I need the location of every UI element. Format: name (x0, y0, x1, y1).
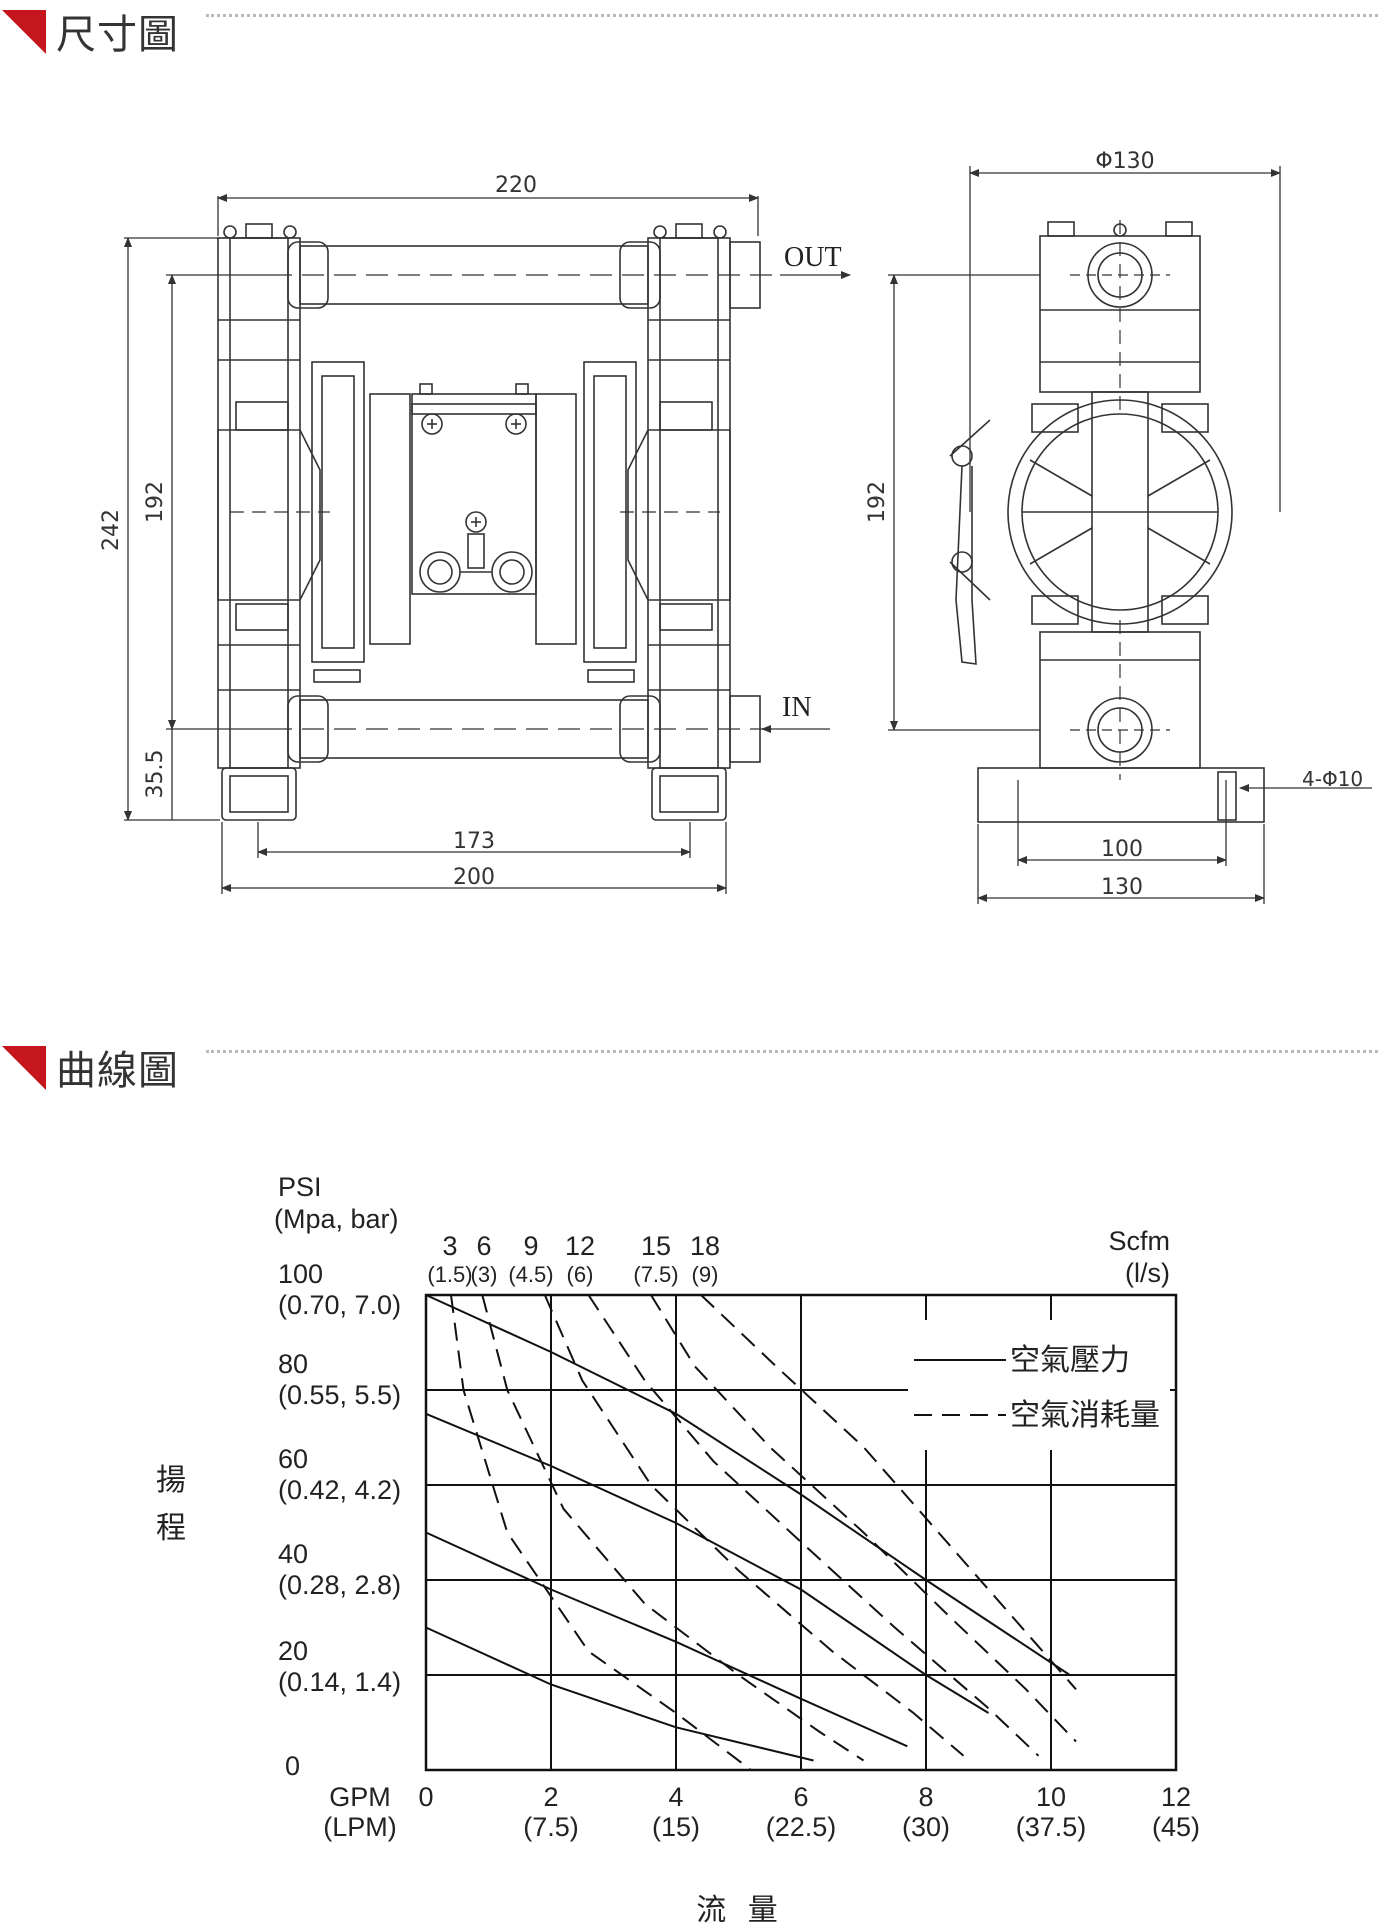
y-unit-sublabel: (Mpa, bar) (274, 1204, 399, 1234)
section-header-curve: 曲線圖 (0, 1040, 1384, 1096)
chart-labels: 100(0.70, 7.0)80(0.55, 5.5)60(0.42, 4.2)… (156, 1172, 1200, 1928)
dim-side-holes: 4-Φ10 (1302, 767, 1363, 791)
y-tick-label: 0 (285, 1751, 300, 1781)
y-axis-title: 揚 (156, 1463, 186, 1498)
air-tick-sublabel: (6) (567, 1262, 594, 1287)
x-tick-label: 10 (1036, 1782, 1066, 1812)
air-tick-label: 15 (641, 1231, 671, 1261)
y-tick-label: 40 (278, 1539, 308, 1569)
x-tick-sublabel: (30) (902, 1812, 950, 1842)
x-tick-label: 8 (918, 1782, 933, 1812)
air-tick-sublabel: (9) (692, 1262, 719, 1287)
side-dimensions (888, 166, 1372, 904)
dim-side-base-inner: 100 (1101, 837, 1143, 862)
section-title: 尺寸圖 (56, 12, 179, 58)
section-header-dimensions: 尺寸圖 (0, 4, 1384, 60)
red-triangle-icon (2, 1046, 46, 1090)
air-tick-sublabel: (1.5) (427, 1262, 472, 1287)
y-tick-label: 20 (278, 1636, 308, 1666)
x-tick-label: 0 (418, 1782, 433, 1812)
air-tick-label: 6 (476, 1231, 491, 1261)
x-unit-sublabel: (LPM) (323, 1812, 397, 1842)
x-tick-label: 6 (793, 1782, 808, 1812)
inlet-label: IN (782, 692, 812, 723)
y-tick-label: 80 (278, 1349, 308, 1379)
y-axis-title: 程 (156, 1511, 186, 1546)
dotted-divider (206, 14, 1378, 17)
y-tick-sublabel: (0.70, 7.0) (278, 1290, 401, 1320)
air-consumption-curves (450, 1294, 1077, 1771)
x-tick-label: 12 (1161, 1782, 1191, 1812)
x-tick-sublabel: (15) (652, 1812, 700, 1842)
x-tick-label: 2 (543, 1782, 558, 1812)
dim-base-outer: 200 (453, 865, 495, 890)
dimension-drawing: 220 242 192 35.5 173 200 OUT IN (99, 149, 1372, 904)
air-tick-label: 18 (690, 1231, 720, 1261)
section-title: 曲線圖 (56, 1048, 179, 1094)
red-triangle-icon (2, 10, 46, 54)
air-consumption-curve (543, 1294, 965, 1757)
x-tick-sublabel: (22.5) (766, 1812, 837, 1842)
outlet-label: OUT (784, 242, 842, 273)
y-tick-sublabel: (0.14, 1.4) (278, 1667, 401, 1697)
dim-base-inner: 173 (453, 829, 495, 854)
pressure-curve (425, 1626, 814, 1762)
legend-solid-label: 空氣壓力 (1010, 1343, 1130, 1378)
dim-height-inner: 192 (143, 481, 168, 523)
air-tick-sublabel: (3) (471, 1262, 498, 1287)
pressure-curve (425, 1294, 1071, 1676)
legend-dashed-label: 空氣消耗量 (1010, 1398, 1160, 1433)
x-tick-sublabel: (7.5) (523, 1812, 579, 1842)
y-tick-sublabel: (0.42, 4.2) (278, 1475, 401, 1505)
dim-side-diameter: Φ130 (1095, 149, 1154, 174)
front-view (217, 223, 780, 821)
air-tick-label: 12 (565, 1231, 595, 1261)
pressure-curve (425, 1531, 908, 1748)
air-tick-label: 9 (523, 1231, 538, 1261)
y-unit-label: PSI (278, 1172, 322, 1202)
air-tick-label: 3 (442, 1231, 457, 1261)
pressure-curve (425, 1412, 990, 1714)
y-tick-label: 100 (278, 1259, 323, 1289)
front-dimensions (124, 194, 851, 894)
air-unit-label: Scfm (1108, 1226, 1170, 1256)
dotted-divider (206, 1050, 1378, 1053)
y-tick-label: 60 (278, 1444, 308, 1474)
air-unit-sublabel: (l/s) (1125, 1258, 1170, 1288)
air-consumption-curve (700, 1294, 1077, 1690)
legend-background (908, 1320, 1170, 1450)
dim-height-base: 35.5 (143, 750, 168, 799)
x-tick-sublabel: (45) (1152, 1812, 1200, 1842)
air-consumption-curve (650, 1294, 1077, 1743)
pressure-curves (425, 1294, 1071, 1762)
side-view (949, 220, 1265, 823)
dim-width-top: 220 (495, 173, 537, 198)
dim-side-base-outer: 130 (1101, 875, 1143, 900)
air-consumption-curve (481, 1294, 865, 1762)
air-tick-sublabel: (4.5) (508, 1262, 553, 1287)
y-tick-sublabel: (0.28, 2.8) (278, 1570, 401, 1600)
x-tick-label: 4 (668, 1782, 683, 1812)
dim-side-height: 192 (865, 481, 890, 523)
x-tick-sublabel: (37.5) (1016, 1812, 1087, 1842)
y-tick-sublabel: (0.55, 5.5) (278, 1380, 401, 1410)
air-consumption-curve (450, 1294, 752, 1771)
x-axis-title: 流 量 (696, 1893, 784, 1928)
dim-height-total: 242 (99, 509, 124, 551)
air-tick-sublabel: (7.5) (633, 1262, 678, 1287)
x-unit-label: GPM (329, 1782, 391, 1812)
